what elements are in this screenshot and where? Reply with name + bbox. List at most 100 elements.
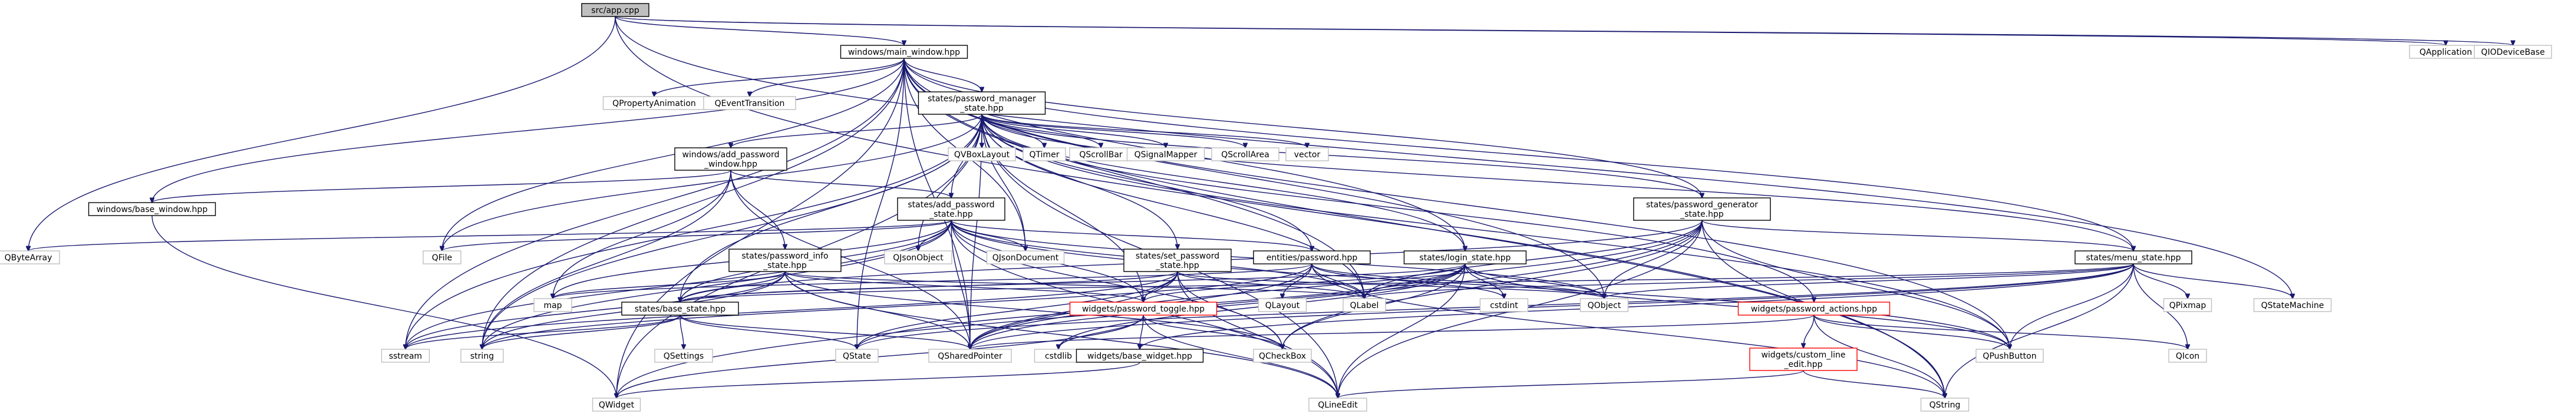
node-label: states/add_password: [908, 200, 994, 210]
node-box: [1211, 147, 1279, 161]
graph-node-map[interactable]: map: [533, 298, 572, 312]
edge-pms-to-pgs: [981, 114, 1702, 198]
edge-wpa-to-qstring: [1813, 315, 1945, 398]
graph-node-qsa[interactable]: QScrollArea: [1211, 147, 1279, 161]
graph-node-qstate[interactable]: QState: [835, 349, 879, 363]
graph-node-aps[interactable]: states/add_password_state.hpp: [897, 197, 1005, 221]
node-label: QStateMachine: [2261, 301, 2324, 310]
graph-node-pis[interactable]: states/password_info_state.hpp: [728, 249, 842, 272]
edge-wpa-to-qicon: [1813, 315, 2188, 350]
edge-ms-to-qpb: [2010, 263, 2134, 349]
edge-apw-to-pis: [730, 170, 785, 249]
node-box: [2163, 298, 2212, 312]
graph-node-string[interactable]: string: [460, 349, 504, 363]
node-label: states/base_state.hpp: [635, 305, 726, 314]
graph-node-qsp[interactable]: QSharedPointer: [928, 349, 1012, 363]
edge-ms-to-qobject: [1604, 263, 2134, 299]
node-label: map: [543, 301, 562, 310]
edge-aps-to-qsp: [951, 220, 970, 349]
node-box: [88, 202, 216, 216]
edge-pis-to-sstr: [405, 271, 786, 349]
graph-node-ql[interactable]: QLayout: [1258, 298, 1307, 312]
graph-node-qsettings[interactable]: QSettings: [654, 349, 713, 363]
edge-main-to-qio: [615, 16, 2513, 45]
edge-ls-to-qle: [1338, 263, 1466, 398]
edge-ls-to-qsp: [970, 263, 1466, 349]
edge-wpa-to-cle: [1803, 315, 1815, 348]
graph-node-qba[interactable]: QByteArray: [0, 250, 60, 264]
node-label: QString: [1929, 401, 1961, 410]
node-label: states/password_generator: [1646, 200, 1758, 210]
node-label: QState: [843, 352, 871, 361]
node-box: [1126, 147, 1205, 161]
graph-node-cstdlib[interactable]: cstdlib: [1034, 349, 1083, 363]
graph-node-qfile[interactable]: QFile: [423, 250, 461, 264]
graph-node-qjd[interactable]: QJsonDocument: [986, 250, 1065, 264]
node-label: sstream: [389, 352, 422, 361]
edge-apw-to-string: [482, 170, 731, 349]
graph-node-qobject[interactable]: QObject: [1579, 298, 1629, 312]
edge-pis-to-pt: [784, 271, 1143, 303]
node-label: states/menu_state.hpp: [2086, 253, 2181, 263]
graph-node-qvb[interactable]: QVBoxLayout: [948, 147, 1016, 161]
node-box: [533, 298, 572, 312]
graph-node-qcb[interactable]: QCheckBox: [1253, 349, 1312, 363]
graph-node-qpix[interactable]: QPixmap: [2163, 298, 2212, 312]
graph-node-bwid[interactable]: widgets/base_widget.hpp: [1076, 349, 1204, 363]
graph-node-qlabel[interactable]: QLabel: [1343, 298, 1386, 312]
node-box: [654, 349, 713, 363]
graph-node-mw[interactable]: windows/main_window.hpp: [840, 45, 968, 59]
graph-node-qapp[interactable]: QApplication: [2409, 45, 2483, 59]
node-box: [1308, 398, 1367, 412]
graph-node-qle[interactable]: QLineEdit: [1308, 398, 1367, 412]
graph-node-qpa[interactable]: QPropertyAnimation: [602, 96, 706, 110]
edge-aps-to-qfile: [442, 220, 952, 251]
graph-node-pgs[interactable]: states/password_generator_state.hpp: [1633, 197, 1771, 221]
edge-apw-to-aps: [730, 170, 951, 198]
node-label: vector: [1294, 150, 1321, 160]
node-box: [1076, 349, 1204, 363]
graph-node-wpa[interactable]: widgets/password_actions.hpp: [1737, 302, 1891, 316]
edge-ms-to-bs: [680, 263, 2134, 302]
graph-node-qjo[interactable]: QJsonObject: [884, 250, 952, 264]
graph-node-qstring[interactable]: QString: [1920, 398, 1970, 412]
edge-pgs-to-ms: [1701, 220, 2133, 251]
node-box: [1403, 250, 1527, 264]
edge-pgs-to-qlabel: [1364, 220, 1703, 299]
node-box: [948, 147, 1016, 161]
graph-node-qsmach[interactable]: QStateMachine: [2253, 298, 2332, 312]
graph-node-bs[interactable]: states/base_state.hpp: [621, 302, 739, 316]
node-box: [581, 3, 649, 17]
graph-node-qpb[interactable]: QPushButton: [1975, 349, 2044, 363]
node-box: [1633, 197, 1771, 221]
graph-node-qet[interactable]: QEventTransition: [703, 96, 796, 110]
graph-node-sps[interactable]: states/set_password_state.hpp: [1123, 249, 1232, 272]
graph-node-qsb[interactable]: QScrollBar: [1069, 147, 1133, 161]
graph-node-bw[interactable]: windows/base_window.hpp: [88, 202, 216, 216]
graph-node-qtm[interactable]: QTimer: [1023, 147, 1066, 161]
edge-mw-to-qstring: [903, 58, 1945, 398]
graph-node-ep[interactable]: entities/password.hpp: [1253, 250, 1371, 264]
edge-mw-to-string: [482, 58, 905, 349]
graph-node-apw[interactable]: windows/add_password_window.hpp: [674, 147, 787, 171]
edge-ep-to-map: [553, 263, 1312, 299]
graph-node-ls[interactable]: states/login_state.hpp: [1403, 250, 1527, 264]
graph-node-cstdint[interactable]: cstdint: [1479, 298, 1529, 312]
graph-node-cle[interactable]: widgets/custom_line_edit.hpp: [1749, 348, 1858, 371]
graph-node-ms[interactable]: states/menu_state.hpp: [2074, 250, 2192, 264]
graph-node-sstr[interactable]: sstream: [381, 349, 430, 363]
graph-node-qsm[interactable]: QSignalMapper: [1126, 147, 1205, 161]
node-label: QEventTransition: [715, 99, 785, 108]
graph-node-qicon[interactable]: QIcon: [2168, 349, 2207, 363]
edge-bs-to-sstr: [405, 315, 681, 349]
node-box: [2253, 298, 2332, 312]
node-label: QWidget: [599, 401, 635, 410]
graph-node-qwidget[interactable]: QWidget: [592, 398, 641, 412]
node-label: QScrollBar: [1079, 150, 1123, 160]
graph-node-pt[interactable]: widgets/password_toggle.hpp: [1069, 302, 1218, 316]
graph-node-vec[interactable]: vector: [1285, 147, 1329, 161]
node-box: [1253, 349, 1312, 363]
graph-node-qio[interactable]: QIODeviceBase: [2473, 45, 2552, 59]
node-label: QByteArray: [5, 253, 52, 263]
graph-node-pms[interactable]: states/password_manager_state.hpp: [918, 91, 1046, 115]
